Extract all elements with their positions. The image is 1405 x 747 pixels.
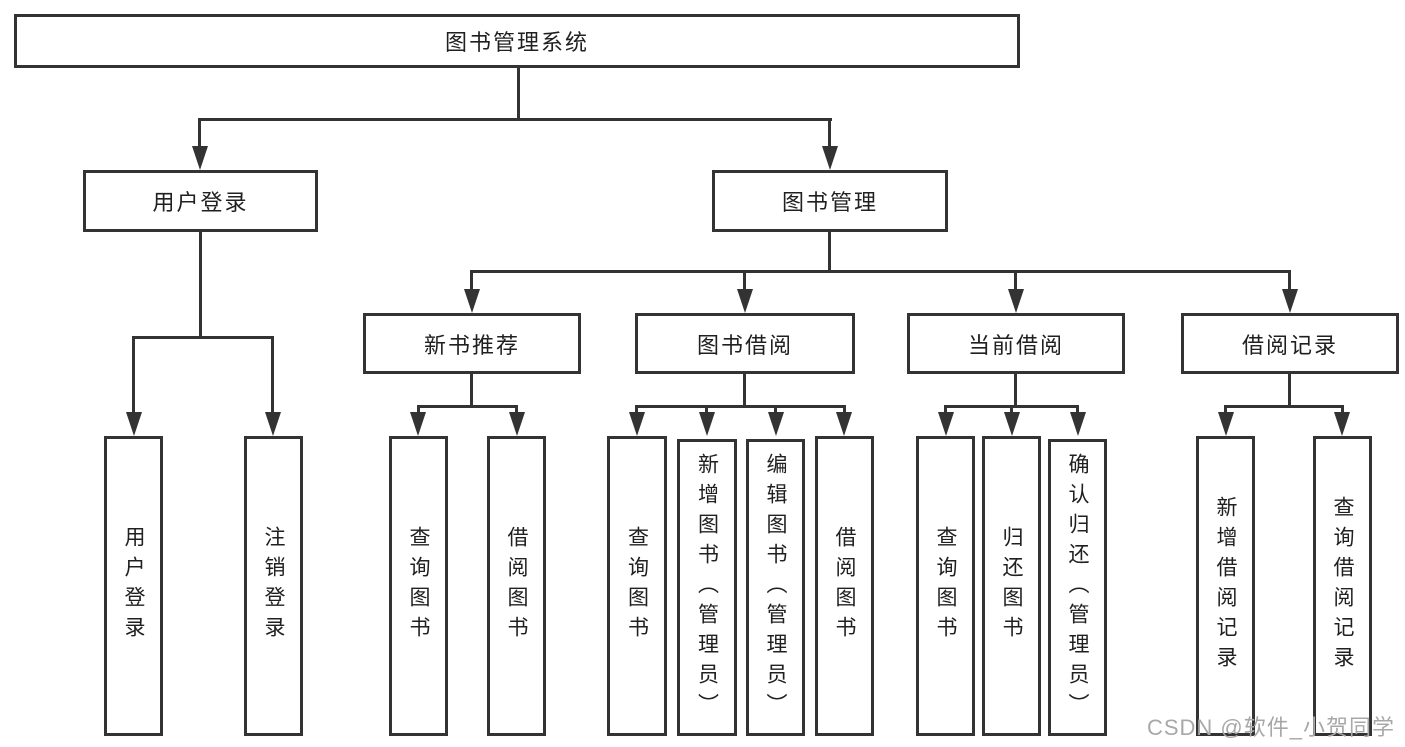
arrowhead-down-icon <box>1004 412 1020 436</box>
arrowhead-down-icon <box>509 412 525 436</box>
node-root-label: 图书管理系统 <box>444 30 589 55</box>
node-borrow-records: 借阅记录 <box>1181 313 1399 374</box>
connector-borrow-records-hbar <box>1224 405 1344 408</box>
leaf-bb-query-books-label: 查询图书 <box>625 526 649 646</box>
connector-book-management-stub <box>828 232 831 272</box>
leaf-bb-borrow-books-label: 借阅图书 <box>833 526 856 646</box>
connector-book-borrow-stub <box>743 374 746 407</box>
connector-to-nb-query <box>417 405 420 415</box>
leaf-bb-query-books: 查询图书 <box>607 436 667 736</box>
connector-to-br-add <box>1224 405 1227 415</box>
arrowhead-down-icon <box>737 289 753 313</box>
connector-to-nb-borrow <box>515 405 518 415</box>
leaf-logout-label: 注销登录 <box>262 526 285 646</box>
arrowhead-down-icon <box>1070 412 1086 436</box>
node-new-book-recommend: 新书推荐 <box>363 313 581 374</box>
connector-to-bb-borrow <box>843 405 846 415</box>
connector-to-bb-edit <box>774 405 777 415</box>
connector-to-cb-return <box>1010 405 1013 415</box>
leaf-bb-borrow-books: 借阅图书 <box>815 436 874 736</box>
arrowhead-down-icon <box>192 146 208 170</box>
leaf-nb-borrow-books: 借阅图书 <box>487 436 546 736</box>
leaf-cb-confirm-return-admin: 确认归还（管理员） <box>1048 439 1107 736</box>
node-borrow-records-label: 借阅记录 <box>1241 332 1338 358</box>
connector-new-book-stub <box>470 374 473 407</box>
leaf-nb-query-books-label: 查询图书 <box>407 526 430 646</box>
leaf-bb-edit-books-admin-label: 编辑图书（管理员） <box>764 452 787 723</box>
arrowhead-down-icon <box>1334 412 1350 436</box>
leaf-bb-add-books-admin-label: 新增图书（管理员） <box>695 452 719 723</box>
arrowhead-down-icon <box>938 412 954 436</box>
arrowhead-down-icon <box>126 412 142 436</box>
connector-to-cb-query <box>944 405 947 415</box>
connector-borrow-records-stub <box>1288 374 1291 407</box>
node-current-borrow: 当前借阅 <box>907 313 1125 374</box>
connector-to-logout <box>271 336 274 414</box>
connector-to-new-book-recommend <box>470 270 473 291</box>
connector-to-book-borrow <box>743 270 746 291</box>
connector-to-br-query <box>1341 405 1344 415</box>
connector-root-hbar <box>199 118 832 121</box>
csdn-watermark: CSDN @软件_小贺同学 <box>1146 715 1395 740</box>
node-book-borrow: 图书借阅 <box>635 313 855 374</box>
leaf-bb-edit-books-admin: 编辑图书（管理员） <box>746 439 805 736</box>
leaf-cb-query-books-label: 查询图书 <box>934 526 957 646</box>
leaf-cb-query-books: 查询图书 <box>916 436 975 736</box>
connector-to-user-login <box>198 118 201 148</box>
connector-user-login-hbar <box>132 336 274 339</box>
leaf-bb-add-books-admin: 新增图书（管理员） <box>677 439 737 736</box>
connector-to-login <box>132 336 135 414</box>
connector-to-borrow-records <box>1288 270 1291 291</box>
connector-to-current-borrow <box>1014 270 1017 291</box>
node-new-book-recommend-label: 新书推荐 <box>423 332 520 358</box>
arrowhead-down-icon <box>822 146 838 170</box>
leaf-br-query-record-label: 查询借阅记录 <box>1331 496 1354 676</box>
connector-to-bb-add <box>705 405 708 415</box>
connector-user-login-stub <box>199 232 202 337</box>
connector-to-bb-query <box>635 405 638 415</box>
connector-book-management-hbar <box>470 270 1291 273</box>
arrowhead-down-icon <box>464 289 480 313</box>
leaf-user-login-label: 用户登录 <box>122 526 145 646</box>
arrowhead-down-icon <box>768 412 784 436</box>
connector-current-borrow-stub <box>1014 374 1017 407</box>
node-book-management: 图书管理 <box>712 170 948 232</box>
connector-new-book-hbar <box>417 405 518 408</box>
arrowhead-down-icon <box>836 412 852 436</box>
connector-to-book-management <box>828 118 831 148</box>
connector-book-borrow-hbar <box>635 405 846 408</box>
connector-to-cb-confirm <box>1076 405 1079 415</box>
leaf-cb-return-books-label: 归还图书 <box>1000 526 1023 646</box>
node-current-borrow-label: 当前借阅 <box>967 332 1064 358</box>
arrowhead-down-icon <box>265 412 281 436</box>
node-book-borrow-label: 图书借阅 <box>696 332 793 358</box>
leaf-br-add-record-label: 新增借阅记录 <box>1214 496 1237 676</box>
node-book-management-label: 图书管理 <box>781 190 878 215</box>
node-user-login-label: 用户登录 <box>152 190 249 215</box>
arrowhead-down-icon <box>629 412 645 436</box>
leaf-cb-return-books: 归还图书 <box>982 436 1041 736</box>
leaf-user-login: 用户登录 <box>104 436 163 736</box>
arrowhead-down-icon <box>410 412 426 436</box>
arrowhead-down-icon <box>1282 289 1298 313</box>
leaf-cb-confirm-return-admin-label: 确认归还（管理员） <box>1066 452 1089 723</box>
node-root: 图书管理系统 <box>14 14 1020 68</box>
leaf-nb-borrow-books-label: 借阅图书 <box>505 526 528 646</box>
arrowhead-down-icon <box>1008 289 1024 313</box>
leaf-br-query-record: 查询借阅记录 <box>1313 436 1372 736</box>
node-user-login: 用户登录 <box>83 170 318 232</box>
arrowhead-down-icon <box>1218 412 1234 436</box>
connector-root-stub <box>517 68 520 119</box>
leaf-br-add-record: 新增借阅记录 <box>1196 436 1255 736</box>
leaf-logout: 注销登录 <box>244 436 303 736</box>
leaf-nb-query-books: 查询图书 <box>389 436 448 736</box>
arrowhead-down-icon <box>699 412 715 436</box>
